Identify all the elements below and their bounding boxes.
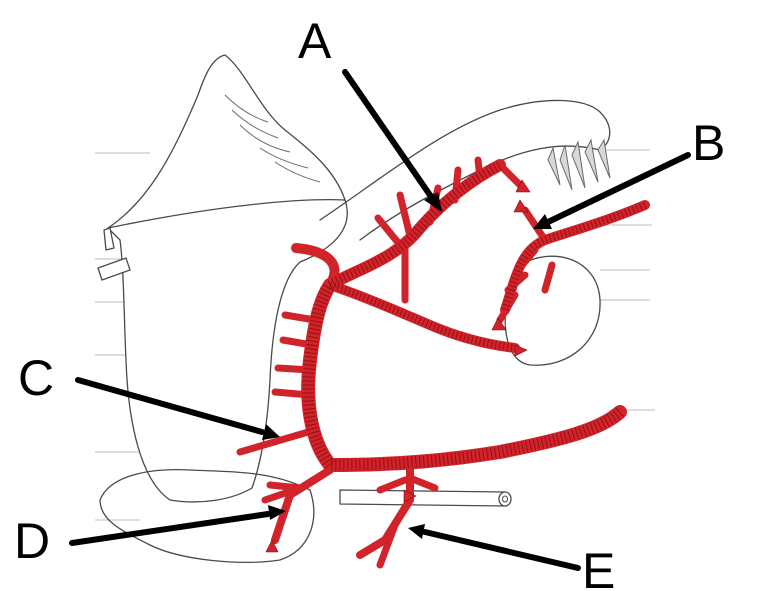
label-e: E <box>582 543 615 591</box>
label-c: C <box>18 350 54 406</box>
spleen-lobules <box>548 140 610 190</box>
artery-trunks <box>296 165 645 465</box>
pointer-a <box>345 72 432 198</box>
organ-outlines <box>95 55 655 562</box>
duct-outline <box>340 490 505 506</box>
label-d: D <box>14 513 50 569</box>
pointer-e <box>425 532 578 568</box>
label-b: B <box>692 115 725 171</box>
pointer-d <box>72 514 268 543</box>
label-a: A <box>298 13 332 69</box>
